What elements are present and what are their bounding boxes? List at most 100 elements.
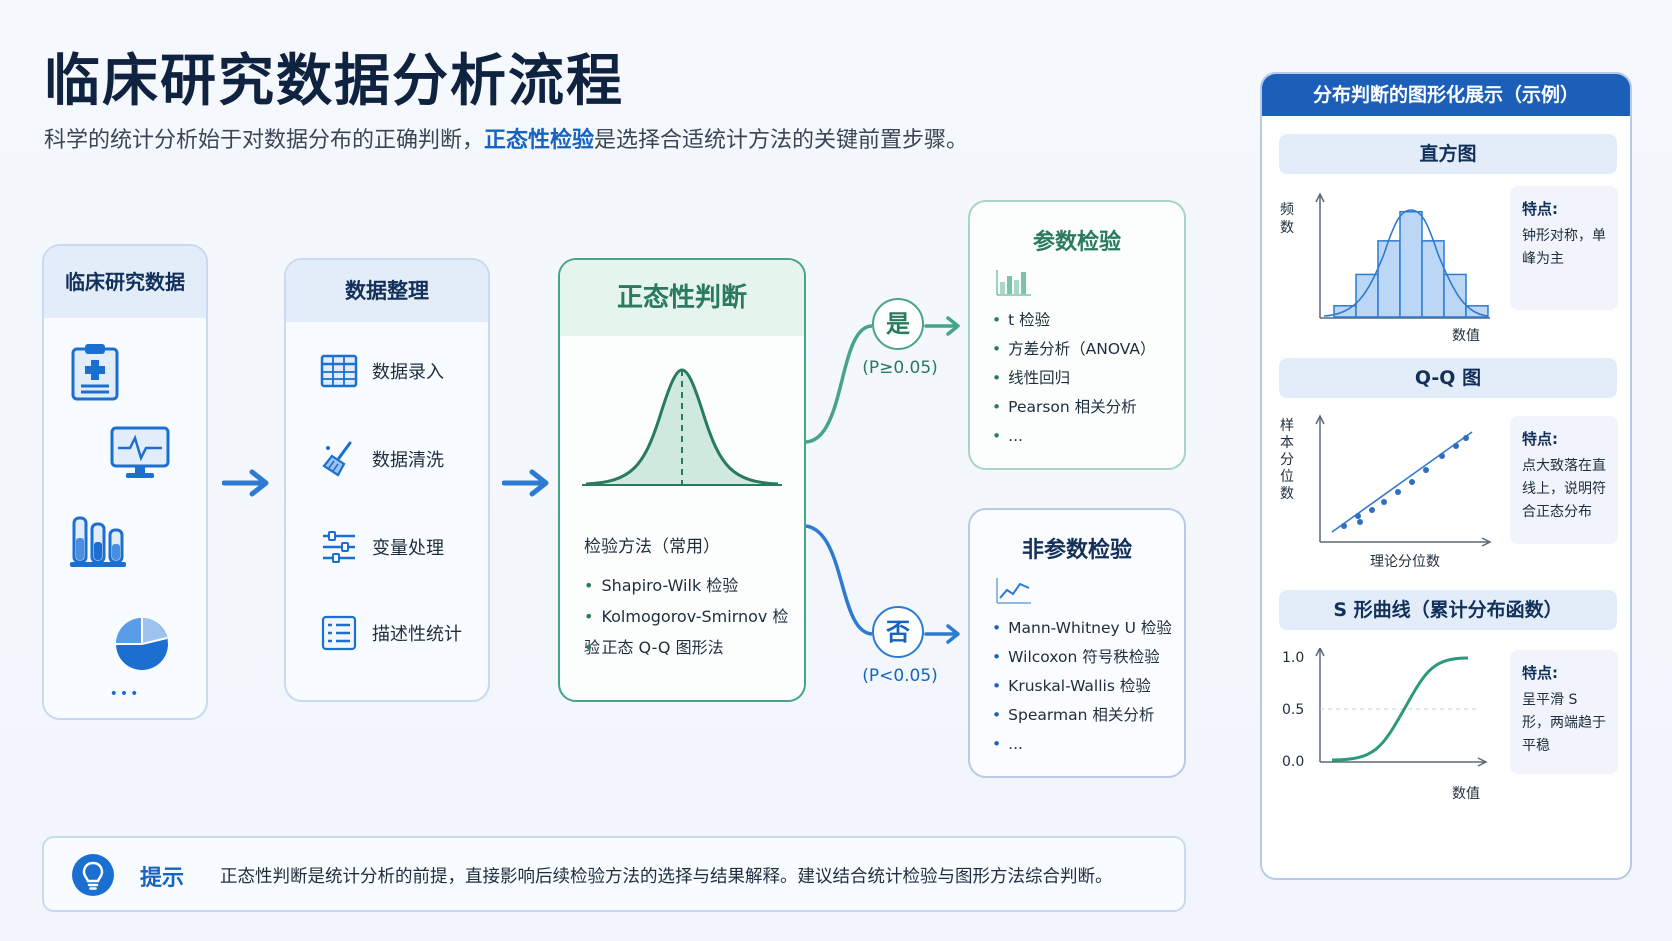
ytick-label: 0.5 [1282, 702, 1304, 718]
step-label: 变量处理 [372, 538, 444, 559]
qq-point [1453, 443, 1459, 449]
step-descriptive-stats: 描述性统计 [320, 614, 462, 652]
qq-point [1381, 499, 1387, 505]
histogram-bar [1399, 210, 1423, 318]
method-item: 正态 Q-Q 图形法 [584, 632, 804, 663]
method-title: 检验方法（常用） [584, 537, 720, 557]
condition-yes: (P≥0.05) [862, 358, 938, 378]
feature-text: 点大致落在直线上，说明符合正态分布 [1522, 458, 1606, 520]
sliders-icon [323, 531, 355, 563]
page-title: 临床研究数据分析流程 [44, 49, 624, 114]
nonparametric-item: ... [992, 730, 1172, 759]
nonparametric-item: Spearman 相关分析 [992, 701, 1172, 730]
histogram-xlabel: 数值 [1452, 328, 1480, 344]
bell-curve-illustration [582, 368, 782, 486]
normality-title: 正态性判断 [560, 260, 804, 336]
step-data-cleaning: 数据清洗 [320, 440, 444, 478]
feature-text: 呈平滑 S 形，两端趋于平稳 [1522, 692, 1606, 754]
nonparametric-item: Mann-Whitney U 检验 [992, 614, 1172, 643]
parametric-item: t 检验 [992, 306, 1156, 335]
tip-bar: 提示 正态性判断是统计分析的前提，直接影响后续检验方法的选择与结果解释。建议结合… [42, 836, 1186, 912]
subtitle-highlight: 正态性检验 [484, 128, 595, 153]
subtitle-text-post: 是选择合适统计方法的关键前置步骤。 [594, 128, 969, 153]
tip-text: 正态性判断是统计分析的前提，直接影响后续检验方法的选择与结果解释。建议结合统计检… [220, 867, 1113, 887]
step-data-entry: 数据录入 [320, 352, 444, 390]
qq-ylabel-char: 样 [1280, 418, 1294, 434]
step-label: 数据录入 [372, 362, 444, 383]
nonparametric-list: Mann-Whitney U 检验 Wilcoxon 符号秩检验 Kruskal… [992, 614, 1172, 759]
data-arrangement-title: 数据整理 [286, 260, 488, 322]
bar-chart-icon [996, 270, 1031, 296]
list-icon [321, 615, 357, 651]
histogram-bar [1443, 273, 1467, 318]
parametric-list: t 检验 方差分析（ANOVA） 线性回归 Pearson 相关分析 ... [992, 306, 1156, 451]
feature-title: 特点: [1522, 430, 1558, 448]
panel-title: 分布判断的图形化展示（示例） [1262, 74, 1630, 116]
table-grid-icon [320, 354, 358, 388]
feature-title: 特点: [1522, 664, 1558, 682]
qq-point [1463, 435, 1469, 441]
histogram-bar [1421, 240, 1445, 318]
subtitle-text-pre: 科学的统计分析始于对数据分布的正确判断， [44, 128, 485, 153]
qq-point [1355, 513, 1361, 519]
test-tubes-icon [70, 516, 126, 567]
qq-point [1409, 479, 1415, 485]
ytick-label: 1.0 [1282, 650, 1304, 666]
decision-yes: 是 [872, 298, 924, 350]
decision-no: 否 [872, 606, 924, 658]
branch-connectors [806, 316, 960, 644]
clipboard-medical-icon [71, 344, 119, 401]
tip-label: 提示 [140, 866, 185, 891]
scurve-xlabel: 数值 [1452, 786, 1480, 802]
qq-point [1357, 519, 1363, 525]
parametric-card: 参数检验 t 检验 方差分析（ANOVA） 线性回归 Pearson 相关分析 … [968, 200, 1186, 470]
nonparametric-title: 非参数检验 [1021, 538, 1132, 563]
data-arrangement-card: 数据整理 数据录入 数据清洗 变量处理 [284, 258, 490, 702]
histogram-bar [1465, 305, 1489, 318]
histogram-feature: 特点: 钟形对称，单峰为主 [1510, 186, 1618, 310]
scurve-feature: 特点: 呈平滑 S 形，两端趋于平稳 [1510, 650, 1618, 774]
histogram-ylabel-1: 频 [1280, 202, 1294, 218]
monitor-ecg-icon [110, 426, 170, 478]
parametric-title: 参数检验 [1032, 230, 1121, 255]
normality-card: 正态性判断 检验方法（常用） Shapiro-Wilk 检验 Kolmogoro… [558, 258, 806, 702]
histogram-chart: 频 数 数值 [1280, 192, 1490, 344]
parametric-item: 线性回归 [992, 364, 1156, 393]
method-item: Kolmogorov-Smirnov 检验 [584, 601, 804, 657]
qq-point [1439, 453, 1445, 459]
histogram-ylabel-2: 数 [1280, 220, 1294, 236]
condition-no: (P<0.05) [862, 666, 938, 686]
method-list: Shapiro-Wilk 检验 Kolmogorov-Smirnov 检验 正态… [584, 570, 804, 663]
qq-ylabel-char: 数 [1280, 486, 1294, 502]
qq-feature: 特点: 点大致落在直线上，说明符合正态分布 [1510, 416, 1618, 544]
qq-ylabel-char: 分 [1280, 452, 1294, 468]
density-curve [1323, 209, 1489, 317]
arrow-right-icon [222, 469, 269, 497]
nonparametric-item: Kruskal-Wallis 检验 [992, 672, 1172, 701]
scurve-title: S 形曲线（累计分布函数） [1279, 590, 1617, 630]
lightbulb-icon [72, 854, 114, 896]
pie-chart-icon [116, 618, 168, 670]
clinical-data-title: 临床研究数据 [44, 246, 206, 318]
distribution-panel: 分布判断的图形化展示（示例） 直方图 频 数 数值 特点: 钟形对称，单峰为主 … [1260, 72, 1632, 880]
qq-xlabel: 理论分位数 [1370, 554, 1440, 570]
qq-point [1423, 467, 1429, 473]
qq-point [1341, 523, 1347, 529]
parametric-item: ... [992, 422, 1156, 451]
line-chart-icon [996, 578, 1031, 604]
histogram-title: 直方图 [1279, 134, 1617, 174]
cdf-curve [1331, 656, 1469, 762]
step-label: 数据清洗 [372, 450, 444, 471]
qq-ylabel-char: 本 [1280, 435, 1294, 451]
feature-title: 特点: [1522, 200, 1558, 218]
histogram-bar [1355, 273, 1379, 318]
qq-title: Q-Q 图 [1279, 358, 1617, 398]
histogram-bars [1333, 210, 1489, 318]
step-variable-processing: 变量处理 [320, 528, 444, 566]
reference-line [1331, 431, 1473, 533]
nonparametric-card: 非参数检验 Mann-Whitney U 检验 Wilcoxon 符号秩检验 K… [968, 508, 1186, 778]
more-dots: ••• [109, 686, 141, 702]
arrow-right-icon [502, 469, 549, 497]
